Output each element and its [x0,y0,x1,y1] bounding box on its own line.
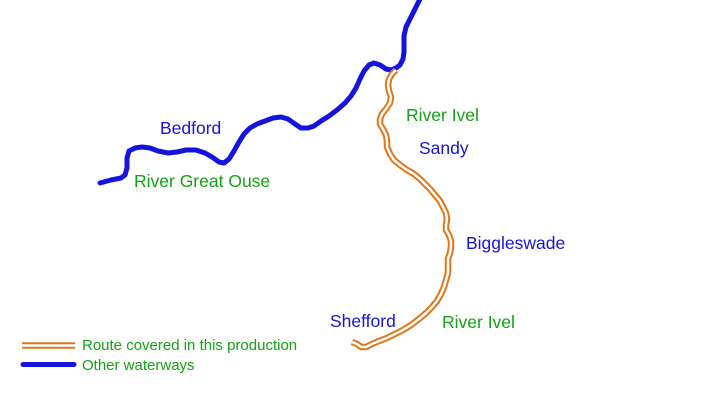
label-sandy: Sandy [419,138,469,158]
label-bedford: Bedford [160,118,221,138]
legend-other-waterways-label: Other waterways [82,357,195,374]
river-great-ouse-path [97,0,423,186]
label-river-ivel-upper: River Ivel [406,105,479,125]
label-shefford: Shefford [330,311,396,331]
label-river-great-ouse: River Great Ouse [134,171,270,191]
route-path-inner [351,69,453,349]
legend: Route covered in this production Other w… [20,337,297,374]
label-biggleswade: Biggleswade [466,233,565,253]
legend-route-label: Route covered in this production [82,337,297,354]
label-river-ivel-lower: River Ivel [442,312,515,332]
